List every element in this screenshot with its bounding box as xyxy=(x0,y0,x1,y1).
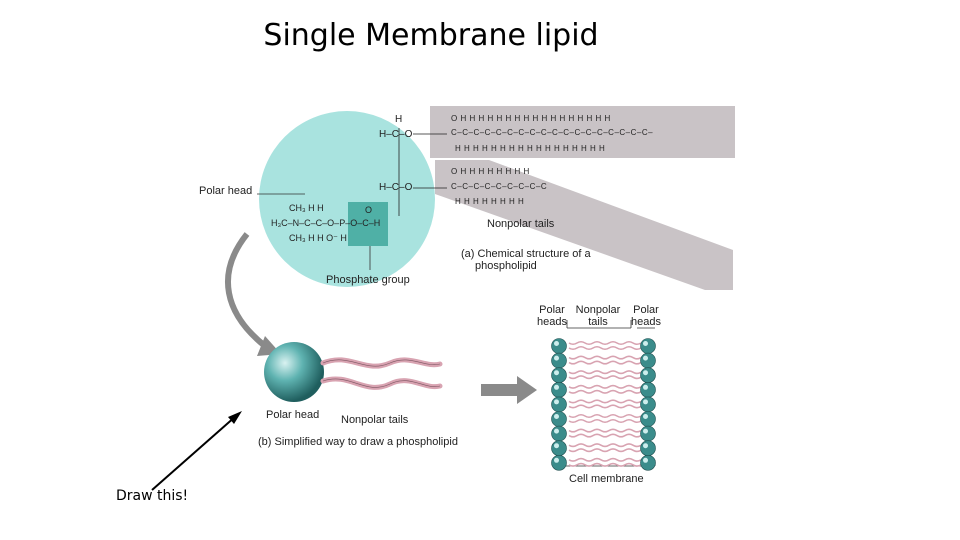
caption-b: (b) Simplified way to draw a phospholipi… xyxy=(258,436,458,448)
simplified-polar-head xyxy=(264,342,324,402)
label-phosphate-group: Phosphate group xyxy=(326,274,410,286)
glycerol-row-1: H–C–O xyxy=(379,129,413,140)
bilayer-label-polar-left-2: heads xyxy=(537,316,567,328)
lower-tail-band xyxy=(435,160,733,290)
chemical-structure-diagram xyxy=(225,106,735,467)
bilayer-label-nonpolar-1: Nonpolar xyxy=(575,304,621,316)
label-nonpolar-tails-simplified: Nonpolar tails xyxy=(341,414,409,426)
chain-1-backbone: C–C–C–C–C–C–C–C–C–C–C–C–C–C–C–C–C–C– xyxy=(451,128,654,137)
phospholipid-figure: H H–C–O H–C–O CH₃ H H H₃C–N–C–C–O–P–O–C–… xyxy=(185,84,740,490)
label-cell-membrane: Cell membrane xyxy=(569,473,644,485)
label-polar-head-simplified: Polar head xyxy=(266,409,320,421)
bilayer-drawing xyxy=(554,320,656,467)
glycerol-h: H xyxy=(395,114,403,125)
caption-a-line-2: phospholipid xyxy=(475,260,537,272)
slide-title: Single Membrane lipid xyxy=(263,18,599,53)
draw-this-note: Draw this! xyxy=(116,488,189,504)
phosphate-box xyxy=(348,202,388,246)
chain-1-bottom-h: H H H H H H H H H H H H H H H H H xyxy=(455,144,606,153)
bilayer-label-polar-right-1: Polar xyxy=(633,304,659,316)
chain-2-top-h: O H H H H H H H H xyxy=(451,167,530,176)
label-nonpolar-tails: Nonpolar tails xyxy=(487,218,555,230)
phosphate-o: O xyxy=(365,205,373,215)
bilayer-label-polar-right-2: heads xyxy=(631,316,661,328)
bilayer-arrow xyxy=(481,376,537,404)
upper-tail-band xyxy=(430,106,735,158)
curved-arrow xyxy=(225,232,267,349)
polar-head-circle xyxy=(259,111,435,287)
choline-line-2: H₃C–N–C–C–O–P–O–C–H xyxy=(271,218,381,228)
chain-2-bottom-h: H H H H H H H H xyxy=(455,197,525,206)
bilayer-label-nonpolar-2: tails xyxy=(588,316,608,328)
chain-2-backbone: C–C–C–C–C–C–C–C–C xyxy=(451,182,548,191)
bilayer-label-polar-left-1: Polar xyxy=(539,304,565,316)
chain-1-top-h: O H H H H H H H H H H H H H H H H H xyxy=(451,114,611,123)
choline-line-1: CH₃ H H xyxy=(289,203,324,213)
label-polar-head: Polar head xyxy=(199,185,253,197)
choline-line-3: CH₃ H H O⁻ H xyxy=(289,233,347,243)
caption-a-line-1: (a) Chemical structure of a xyxy=(461,248,591,260)
glycerol-row-2: H–C–O xyxy=(379,182,413,193)
simplified-tail-2 xyxy=(320,376,443,390)
